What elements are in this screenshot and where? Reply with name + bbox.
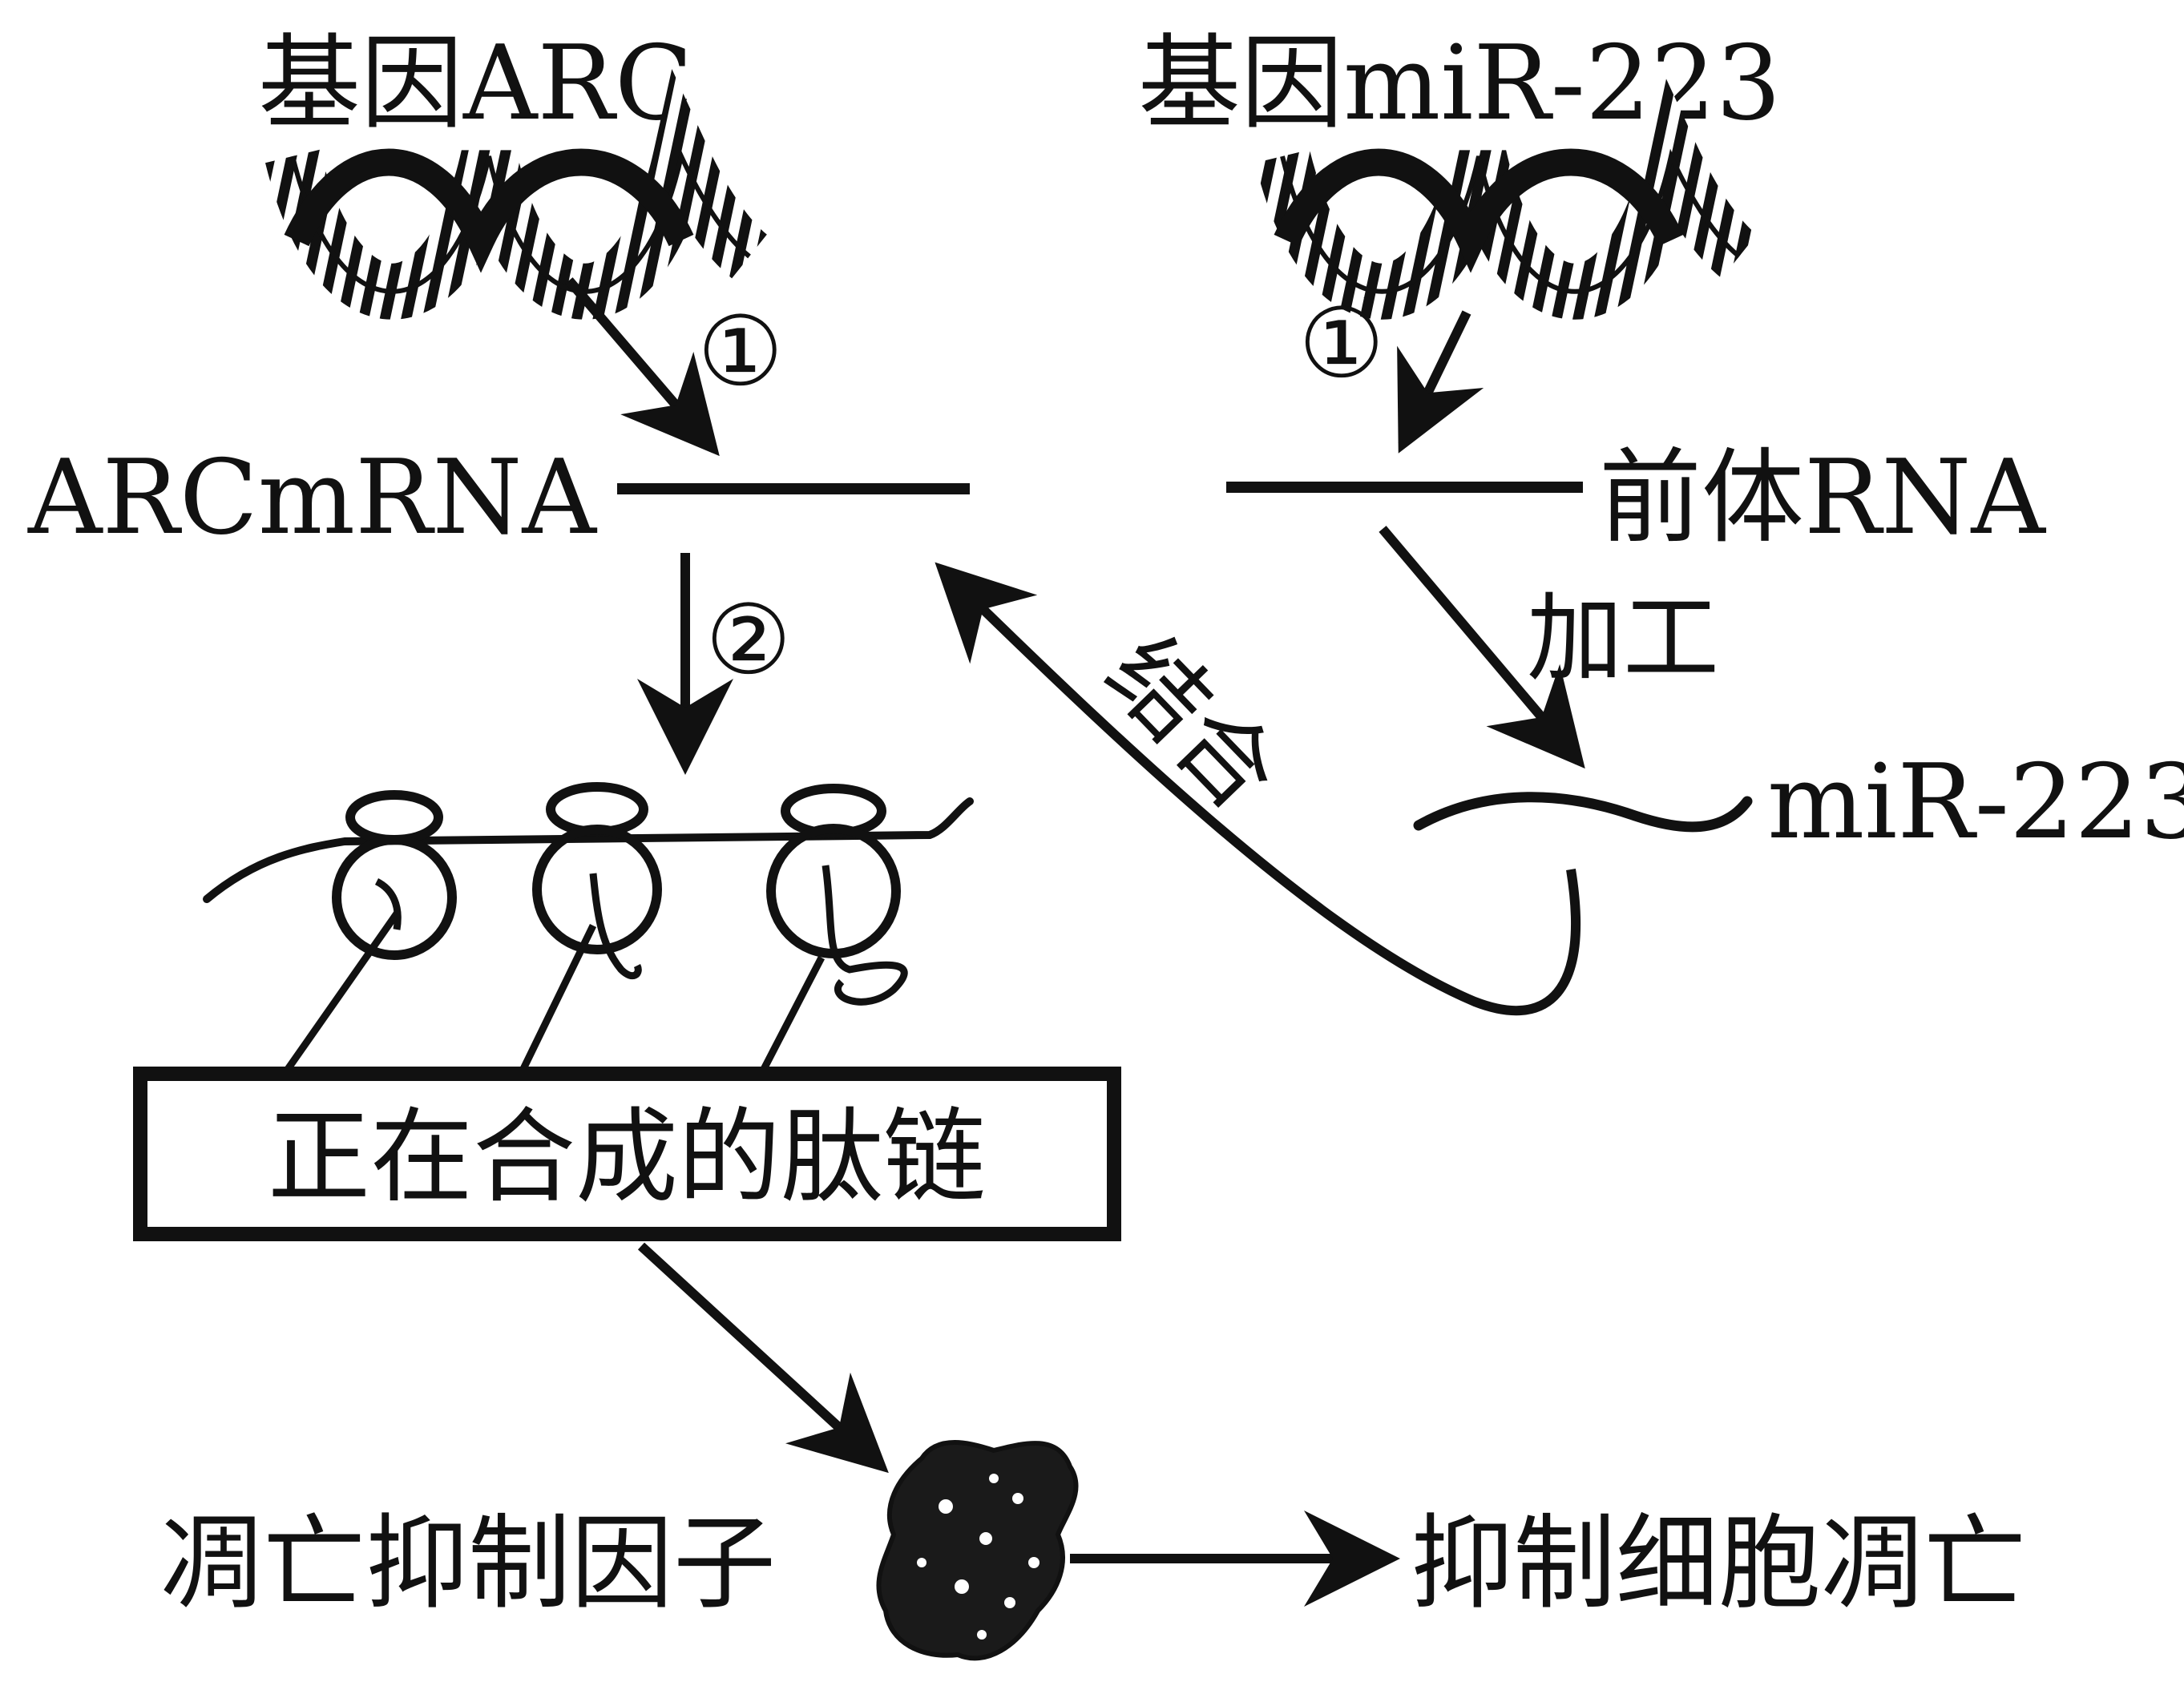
binding-arrow [935, 562, 1581, 1016]
precursor-rna-label: 前体RNA [1599, 438, 2046, 558]
gene-arc-label: 基因ARC [258, 24, 693, 143]
apoptosis-inhibitor-label: 凋亡抑制因子 [160, 1504, 776, 1623]
processing-label: 加工 [1527, 583, 1719, 695]
processing-arrow [1379, 526, 1585, 769]
peptide-box [133, 1067, 1121, 1241]
binding-label: 结合 [1085, 616, 1299, 832]
peptide-line-2 [517, 924, 597, 1075]
dna-helix-right-icon [1255, 69, 1758, 320]
step1-left-label: ① [697, 296, 784, 408]
ribosome-3 [766, 784, 908, 1006]
mir223-strand [1413, 792, 1753, 833]
ribosome-1 [332, 790, 457, 960]
peptide-box-label: 正在合成的肽链 [268, 1098, 986, 1217]
polysome [203, 782, 974, 1076]
mir223-label: miR-223 [1767, 743, 2184, 862]
peptide-to-inhibitor-arrow [637, 1242, 889, 1474]
peptide-line-3 [758, 955, 825, 1076]
protein-blob-icon [876, 1440, 1079, 1661]
peptide-line-1 [281, 911, 400, 1076]
ribosome-2 [532, 782, 662, 980]
arc-mrna-label: ARCmRNA [27, 438, 598, 558]
mrna-strand-polysome [203, 797, 974, 903]
inhibit-apoptosis-label: 抑制细胞凋亡 [1411, 1504, 2026, 1623]
transcription-arrow-right [1397, 310, 1484, 454]
dna-helix-left-icon [265, 69, 768, 320]
transcription-arrow-left [565, 277, 720, 457]
step1-right-label: ① [1298, 288, 1385, 400]
step2-label: ② [705, 585, 792, 696]
